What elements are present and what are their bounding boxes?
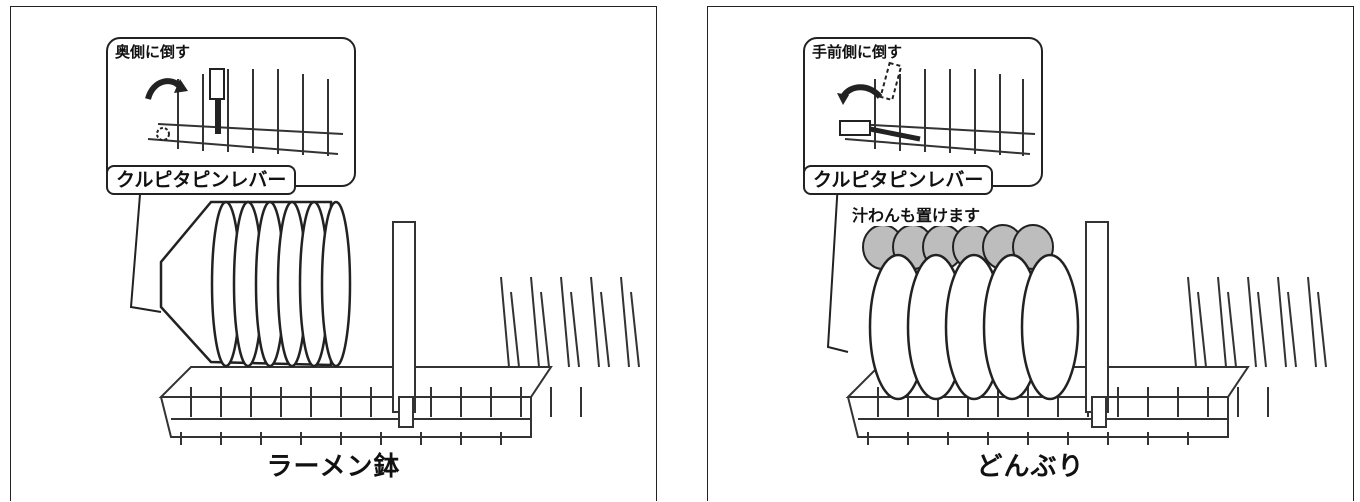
rack-tine [1197,291,1207,368]
rack-tine [1287,291,1297,368]
rack-tine [1217,276,1227,368]
rack-tine [500,276,510,368]
rack-tine [1277,276,1287,368]
rack-tine [1257,291,1267,368]
panel-ramen-bowl: 奥側に倒す クルピタピンレバー ラーメン鉢 [10,6,657,501]
rack-illustration [129,181,640,445]
soup-bowl-note: 汁わんも置けます [848,202,985,226]
rack-tine [570,291,580,368]
inset-instruction-label: 手前側に倒す [809,43,906,61]
panel-donburi: 手前側に倒す クルピタピンレバー 汁わんも置けます どんぶり [707,6,1354,501]
rack-tine [1187,276,1197,368]
rack-illustration [826,181,1327,445]
rack-tine [540,291,550,368]
inset-instruction-label: 奥側に倒す [112,43,194,61]
rack-tine [560,276,570,368]
lever-name-callout: クルピタピンレバー [803,165,994,195]
rack-tine [620,276,630,368]
rack-tine [1227,291,1237,368]
bowl [1020,253,1080,401]
rack-tine [590,276,600,368]
lever-detail-inset: 手前側に倒す [803,37,1043,187]
lever-name-callout: クルピタピンレバー [106,165,297,195]
bowl [320,200,352,368]
rack-tine [600,291,610,368]
dish-type-caption: どんぶり [976,452,1085,482]
dish-type-caption: ラーメン鉢 [266,452,401,482]
rack-tine [1307,276,1317,368]
rack-tine [630,291,640,368]
lever-detail-illustration [145,68,344,156]
rack-tine [530,276,540,368]
lever-detail-inset: 奥側に倒す [106,37,356,187]
rack-tine [1247,276,1257,368]
rack-tine [510,291,520,368]
lever-detail-illustration [837,61,1036,156]
rack-tine [1317,291,1327,368]
